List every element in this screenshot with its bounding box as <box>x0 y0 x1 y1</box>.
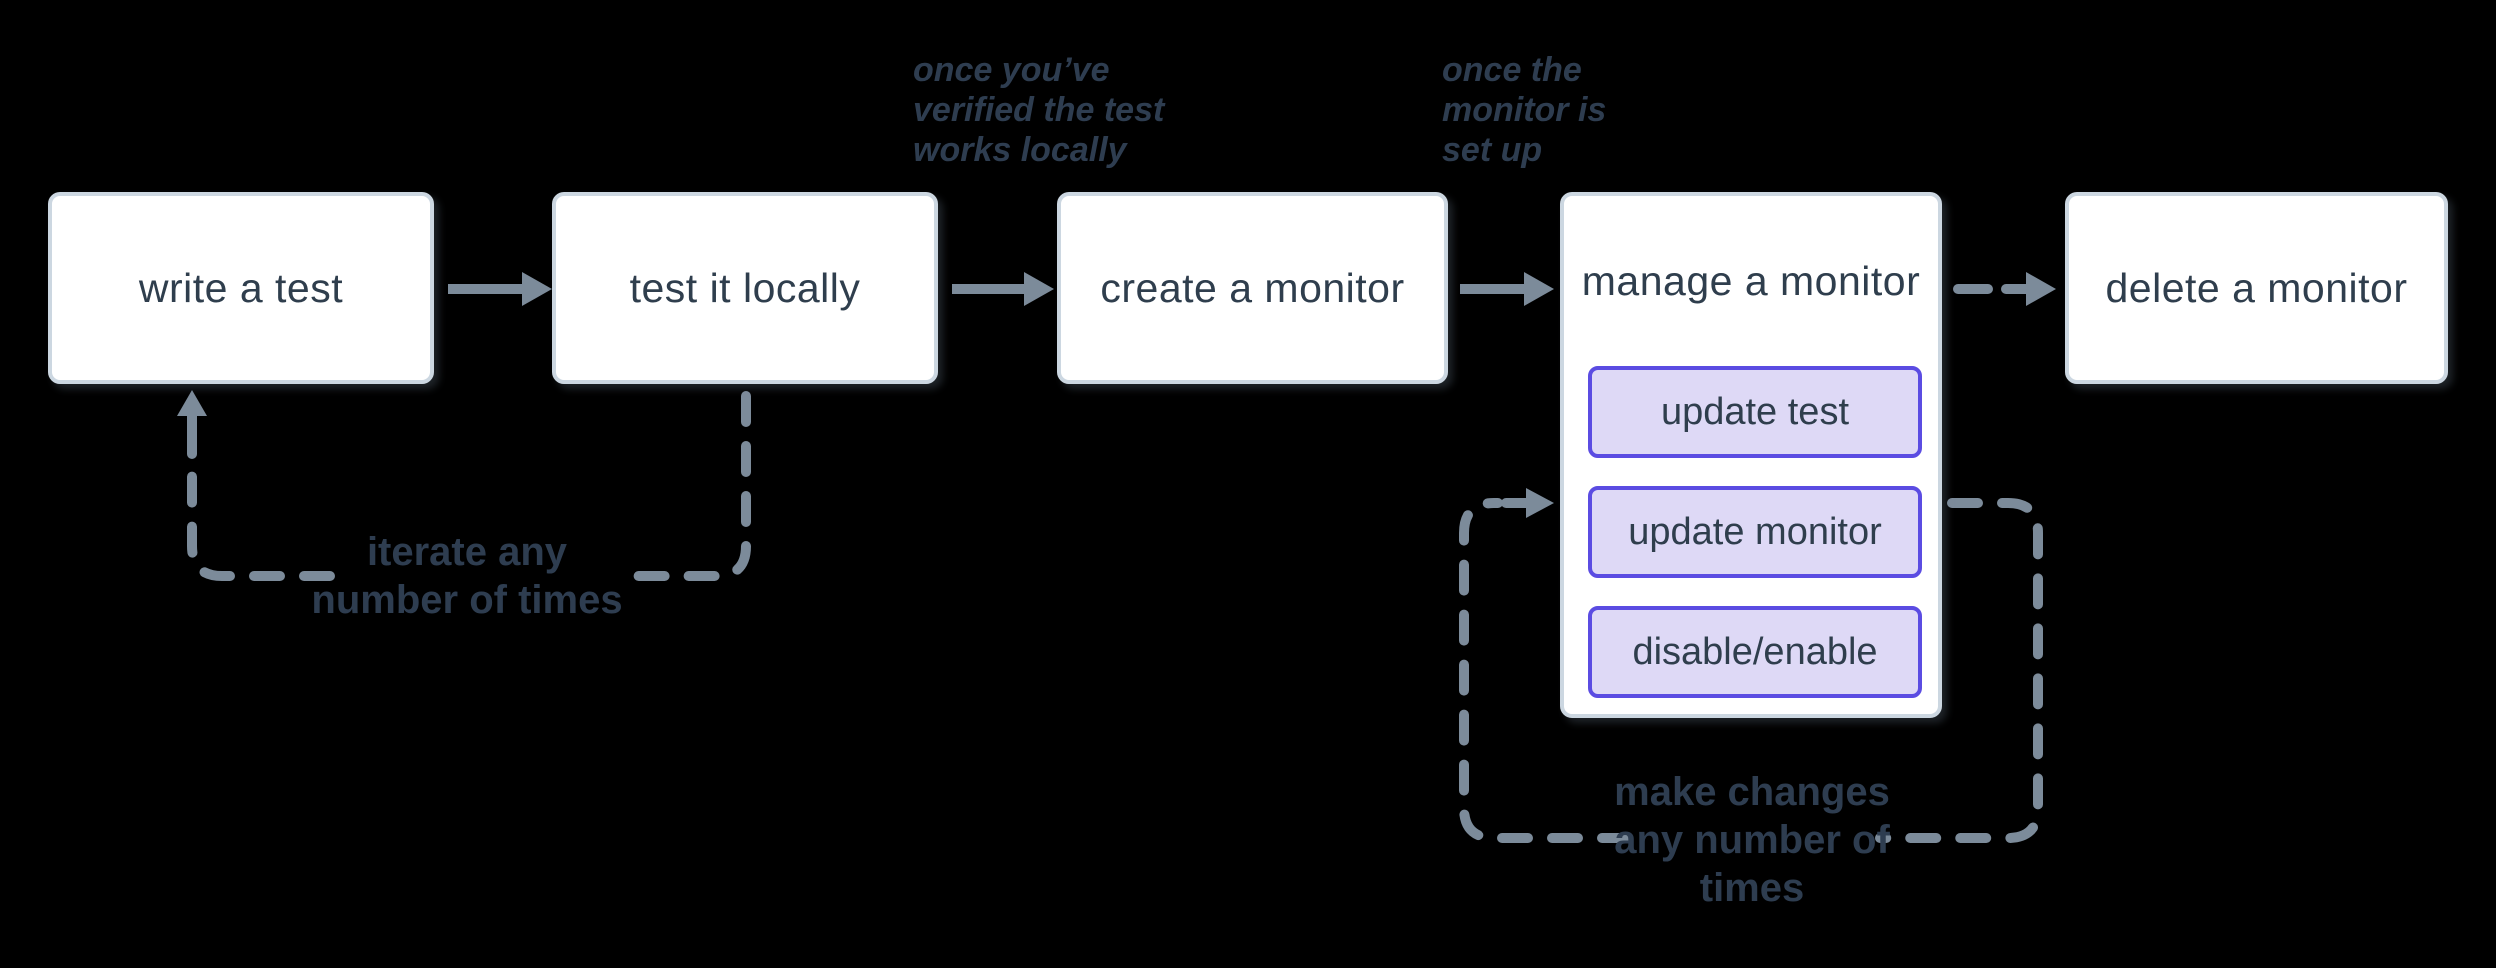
flow-box-write-a-test: write a test <box>48 192 434 384</box>
note-monitor-set-up: once the monitor is set up <box>1442 50 1606 170</box>
arrow-create-to-manage <box>1460 272 1554 306</box>
note-iterate-loop: iterate any number of times <box>267 528 667 624</box>
manage-action-update-monitor: update monitor <box>1588 486 1922 578</box>
note-line: once you’ve <box>913 51 1110 89</box>
note-line: verified the test <box>913 91 1165 129</box>
manage-action-label-update-test: update test <box>1660 390 1850 433</box>
flow-box-label-write-a-test: write a test <box>138 264 344 311</box>
flow-box-delete-a-monitor: delete a monitor <box>2065 192 2448 384</box>
note-line: make changes <box>1614 770 1890 814</box>
manage-monitor-title-zone: manage a monitor <box>1582 196 1920 366</box>
flow-box-create-a-monitor: create a monitor <box>1057 192 1448 384</box>
flow-box-label-delete-a-monitor: delete a monitor <box>2105 264 2408 311</box>
note-line: number of times <box>311 578 623 622</box>
note-make-changes-loop: make changes any number of times <box>1552 768 1952 912</box>
iterate-loop-path <box>177 390 751 581</box>
note-line: once the <box>1442 51 1582 89</box>
note-verified-test: once you’ve verified the test works loca… <box>913 50 1164 170</box>
flow-box-manage-a-monitor: manage a monitor update test update moni… <box>1560 192 1942 718</box>
note-line: iterate any <box>366 530 568 574</box>
manage-action-label-update-monitor: update monitor <box>1628 510 1882 553</box>
flow-box-label-test-it-locally: test it locally <box>629 264 861 311</box>
manage-action-update-test: update test <box>1588 366 1922 458</box>
flow-box-test-it-locally: test it locally <box>552 192 938 384</box>
arrow-manage-to-delete <box>1953 272 2056 306</box>
note-line: works locally <box>913 131 1127 169</box>
note-line: times <box>1699 866 1805 910</box>
note-line: any number of <box>1614 818 1890 862</box>
arrow-write-to-test <box>448 272 552 306</box>
arrow-test-to-create <box>952 272 1054 306</box>
make-changes-loop-path <box>1459 488 2043 843</box>
manage-action-disable-enable: disable/enable <box>1588 606 1922 698</box>
manage-action-label-disable-enable: disable/enable <box>1632 630 1878 673</box>
note-line: monitor is <box>1442 91 1607 129</box>
flow-box-label-create-a-monitor: create a monitor <box>1100 264 1405 311</box>
flow-box-label-manage-a-monitor: manage a monitor <box>1581 257 1921 304</box>
note-line: set up <box>1442 131 1543 169</box>
